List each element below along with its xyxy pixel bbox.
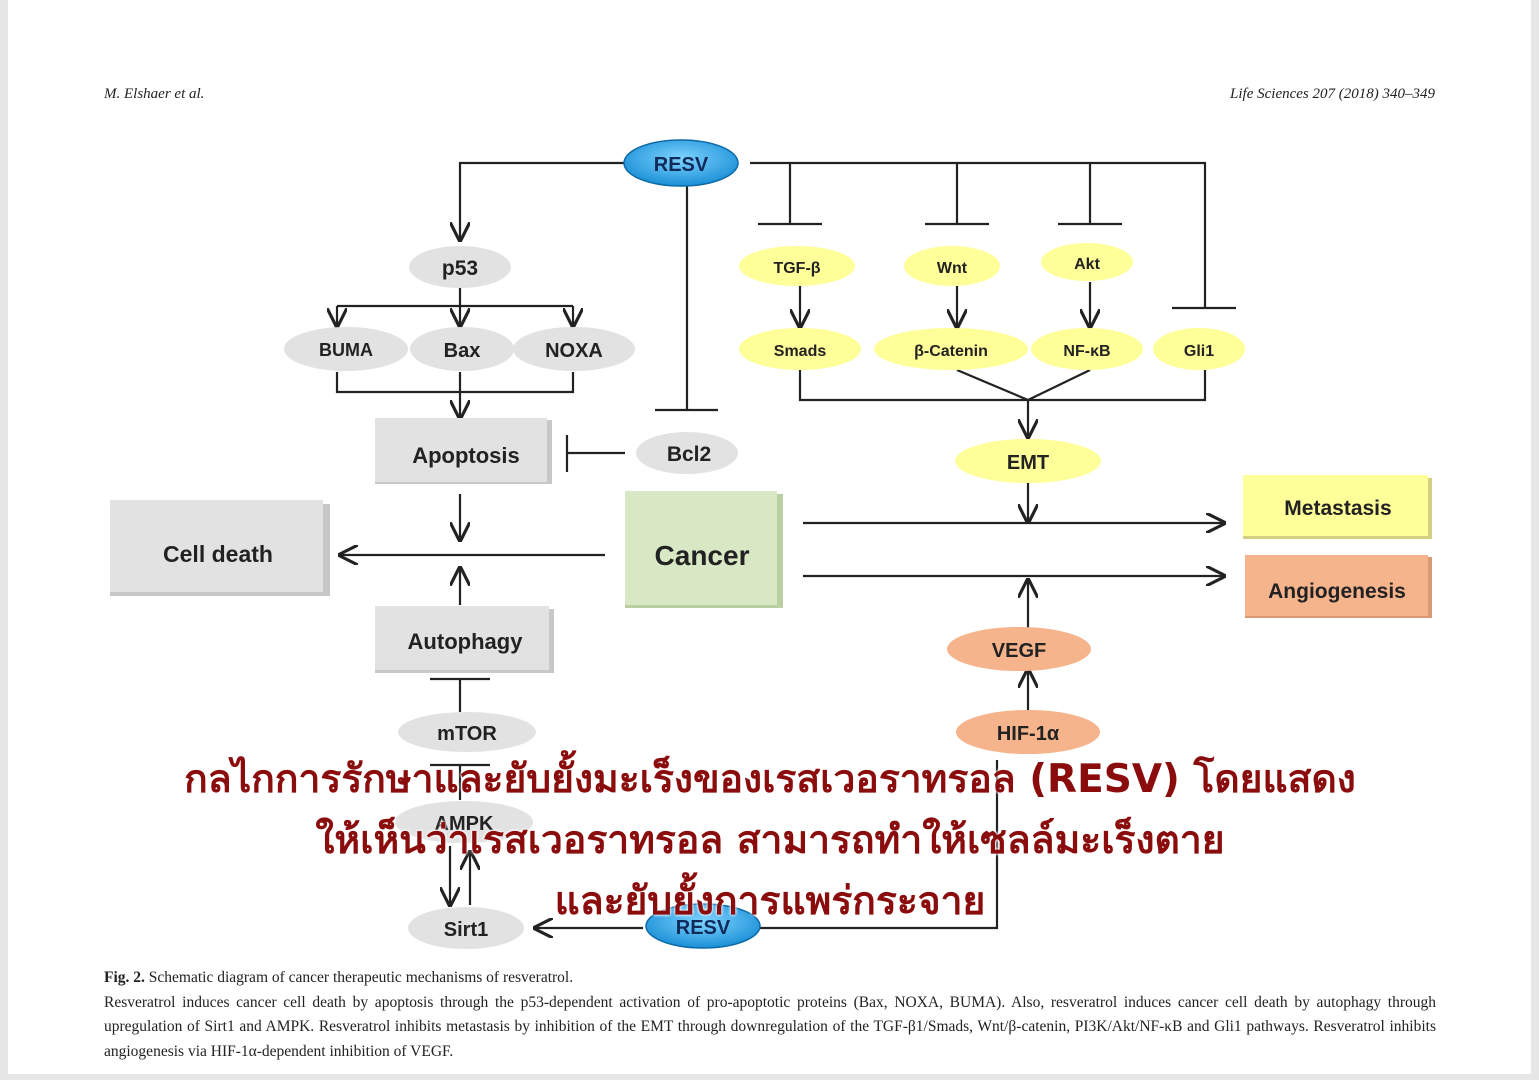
angiogenesis-box: Angiogenesis bbox=[1245, 555, 1432, 618]
gli1-label: Gli1 bbox=[1184, 343, 1214, 360]
overlay-line-1: กลไกการรักษาและยับยั้งมะเร็งของเรสเวอราท… bbox=[184, 757, 1356, 802]
overlay-line-3: และยับยั้งการแพร่กระจาย bbox=[554, 879, 986, 924]
cancer-label: Cancer bbox=[655, 540, 750, 571]
sirt1-node: Sirt1 bbox=[408, 907, 524, 949]
wnt-node: Wnt bbox=[904, 246, 1000, 286]
resv-top-node: RESV bbox=[623, 139, 739, 187]
bax-label: Bax bbox=[444, 340, 481, 362]
angiogenesis-label: Angiogenesis bbox=[1268, 580, 1406, 603]
hif1a-node: HIF-1α bbox=[956, 710, 1100, 754]
cell-death-label: Cell death bbox=[163, 541, 273, 567]
akt-label: Akt bbox=[1074, 256, 1100, 273]
wnt-label: Wnt bbox=[937, 260, 968, 277]
ampk-node: AMPK bbox=[395, 801, 533, 843]
page-border-right bbox=[1531, 0, 1539, 1080]
bcl2-label: Bcl2 bbox=[667, 443, 711, 466]
emt-node: EMT bbox=[955, 439, 1101, 483]
noxa-label: NOXA bbox=[545, 340, 603, 362]
metastasis-label: Metastasis bbox=[1284, 497, 1391, 520]
mtor-node: mTOR bbox=[398, 712, 536, 752]
smads-node: Smads bbox=[739, 328, 861, 370]
p53-node: p53 bbox=[409, 246, 511, 288]
vegf-node: VEGF bbox=[947, 627, 1091, 671]
bax-node: Bax bbox=[410, 327, 514, 371]
nfkb-label: NF-κB bbox=[1063, 343, 1110, 360]
mtor-label: mTOR bbox=[437, 723, 497, 745]
resv-bottom-node: RESV bbox=[645, 903, 761, 949]
bcatenin-node: β-Catenin bbox=[874, 328, 1028, 370]
bcatenin-label: β-Catenin bbox=[914, 343, 988, 360]
caption-title: Schematic diagram of cancer therapeutic … bbox=[148, 969, 574, 986]
tgfb-node: TGF-β bbox=[739, 246, 855, 286]
ampk-label: AMPK bbox=[435, 813, 494, 835]
caption-body: Resveratrol induces cancer cell death by… bbox=[104, 993, 1436, 1060]
apoptosis-label: Apoptosis bbox=[412, 443, 520, 468]
nfkb-node: NF-κB bbox=[1031, 328, 1143, 370]
tgfb-label: TGF-β bbox=[773, 260, 820, 277]
vegf-label: VEGF bbox=[992, 640, 1046, 662]
header-authors: M. Elshaer et al. bbox=[104, 86, 205, 102]
page-border-left bbox=[0, 0, 8, 1080]
resv-bottom-label: RESV bbox=[676, 917, 731, 939]
sirt1-label: Sirt1 bbox=[444, 919, 488, 941]
cancer-box: Cancer bbox=[625, 491, 783, 608]
connector-lines bbox=[337, 161, 1236, 928]
overlay-line-2: ให้เห็นว่าเรสเวอราทรอล สามารถทำให้เซลล์ม… bbox=[315, 818, 1225, 863]
bcl2-node: Bcl2 bbox=[636, 432, 738, 474]
akt-node: Akt bbox=[1041, 243, 1133, 281]
emt-label: EMT bbox=[1007, 452, 1049, 474]
figure-caption: Fig. 2. Schematic diagram of cancer ther… bbox=[104, 966, 1436, 1064]
header-journal: Life Sciences 207 (2018) 340–349 bbox=[1230, 86, 1435, 102]
smads-label: Smads bbox=[774, 343, 827, 360]
p53-label: p53 bbox=[442, 257, 478, 280]
cell-death-box: Cell death bbox=[110, 500, 330, 596]
caption-label: Fig. 2. bbox=[104, 969, 145, 986]
page-border-bottom bbox=[0, 1074, 1539, 1080]
buma-label: BUMA bbox=[319, 340, 373, 360]
autophagy-label: Autophagy bbox=[408, 629, 524, 654]
buma-node: BUMA bbox=[284, 327, 408, 371]
hif1a-label: HIF-1α bbox=[997, 723, 1060, 745]
gli1-node: Gli1 bbox=[1153, 328, 1245, 370]
noxa-node: NOXA bbox=[513, 327, 635, 371]
autophagy-box: Autophagy bbox=[375, 606, 554, 673]
metastasis-box: Metastasis bbox=[1243, 475, 1432, 539]
apoptosis-box: Apoptosis bbox=[375, 418, 552, 484]
resv-top-label: RESV bbox=[654, 154, 709, 176]
